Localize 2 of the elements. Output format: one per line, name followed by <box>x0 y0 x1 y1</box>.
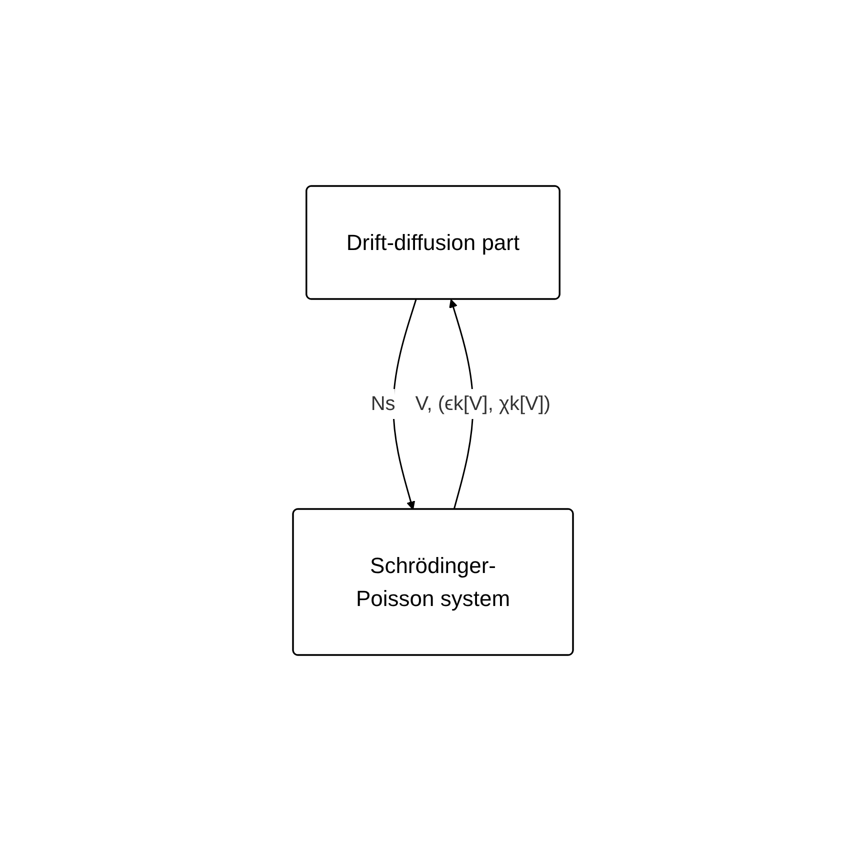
edge-label: Ns <box>370 393 396 415</box>
edge-label: V, (ϵk[V], χk[V]) <box>415 393 551 416</box>
